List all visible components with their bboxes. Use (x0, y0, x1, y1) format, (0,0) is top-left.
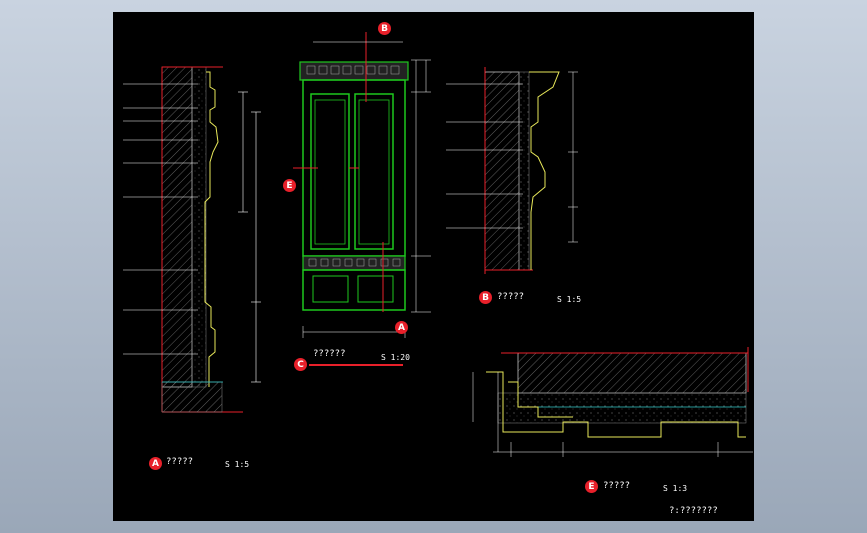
detail-b-scale: S 1:5 (557, 295, 582, 304)
cad-drawing-svg (123, 32, 753, 457)
detail-e-scale: S 1:3 (663, 484, 688, 493)
detail-c-tag: C (294, 358, 307, 371)
detail-e-section (472, 347, 753, 457)
detail-a-title: ????? (166, 457, 194, 467)
drawing-footer: ?:??????? (669, 506, 718, 516)
detail-b-section (446, 67, 578, 274)
detail-e-tag: E (585, 480, 598, 493)
detail-a-scale: S 1:5 (225, 460, 250, 469)
detail-c-scale: S 1:20 (381, 353, 410, 362)
detail-c-elevation (293, 32, 431, 366)
cad-drawing-canvas[interactable]: A ????? S 1:5 B ????? S 1:5 C ?????? S 1… (113, 12, 754, 521)
detail-a-section (123, 66, 261, 413)
callout-e-marker: E (283, 179, 296, 192)
detail-b-title: ????? (497, 292, 525, 302)
detail-a-tag: A (149, 457, 162, 470)
callout-b-marker: B (378, 22, 391, 35)
detail-c-title: ?????? (313, 349, 346, 359)
callout-a-marker: A (395, 321, 408, 334)
detail-e-title: ????? (603, 481, 631, 491)
detail-b-tag: B (479, 291, 492, 304)
